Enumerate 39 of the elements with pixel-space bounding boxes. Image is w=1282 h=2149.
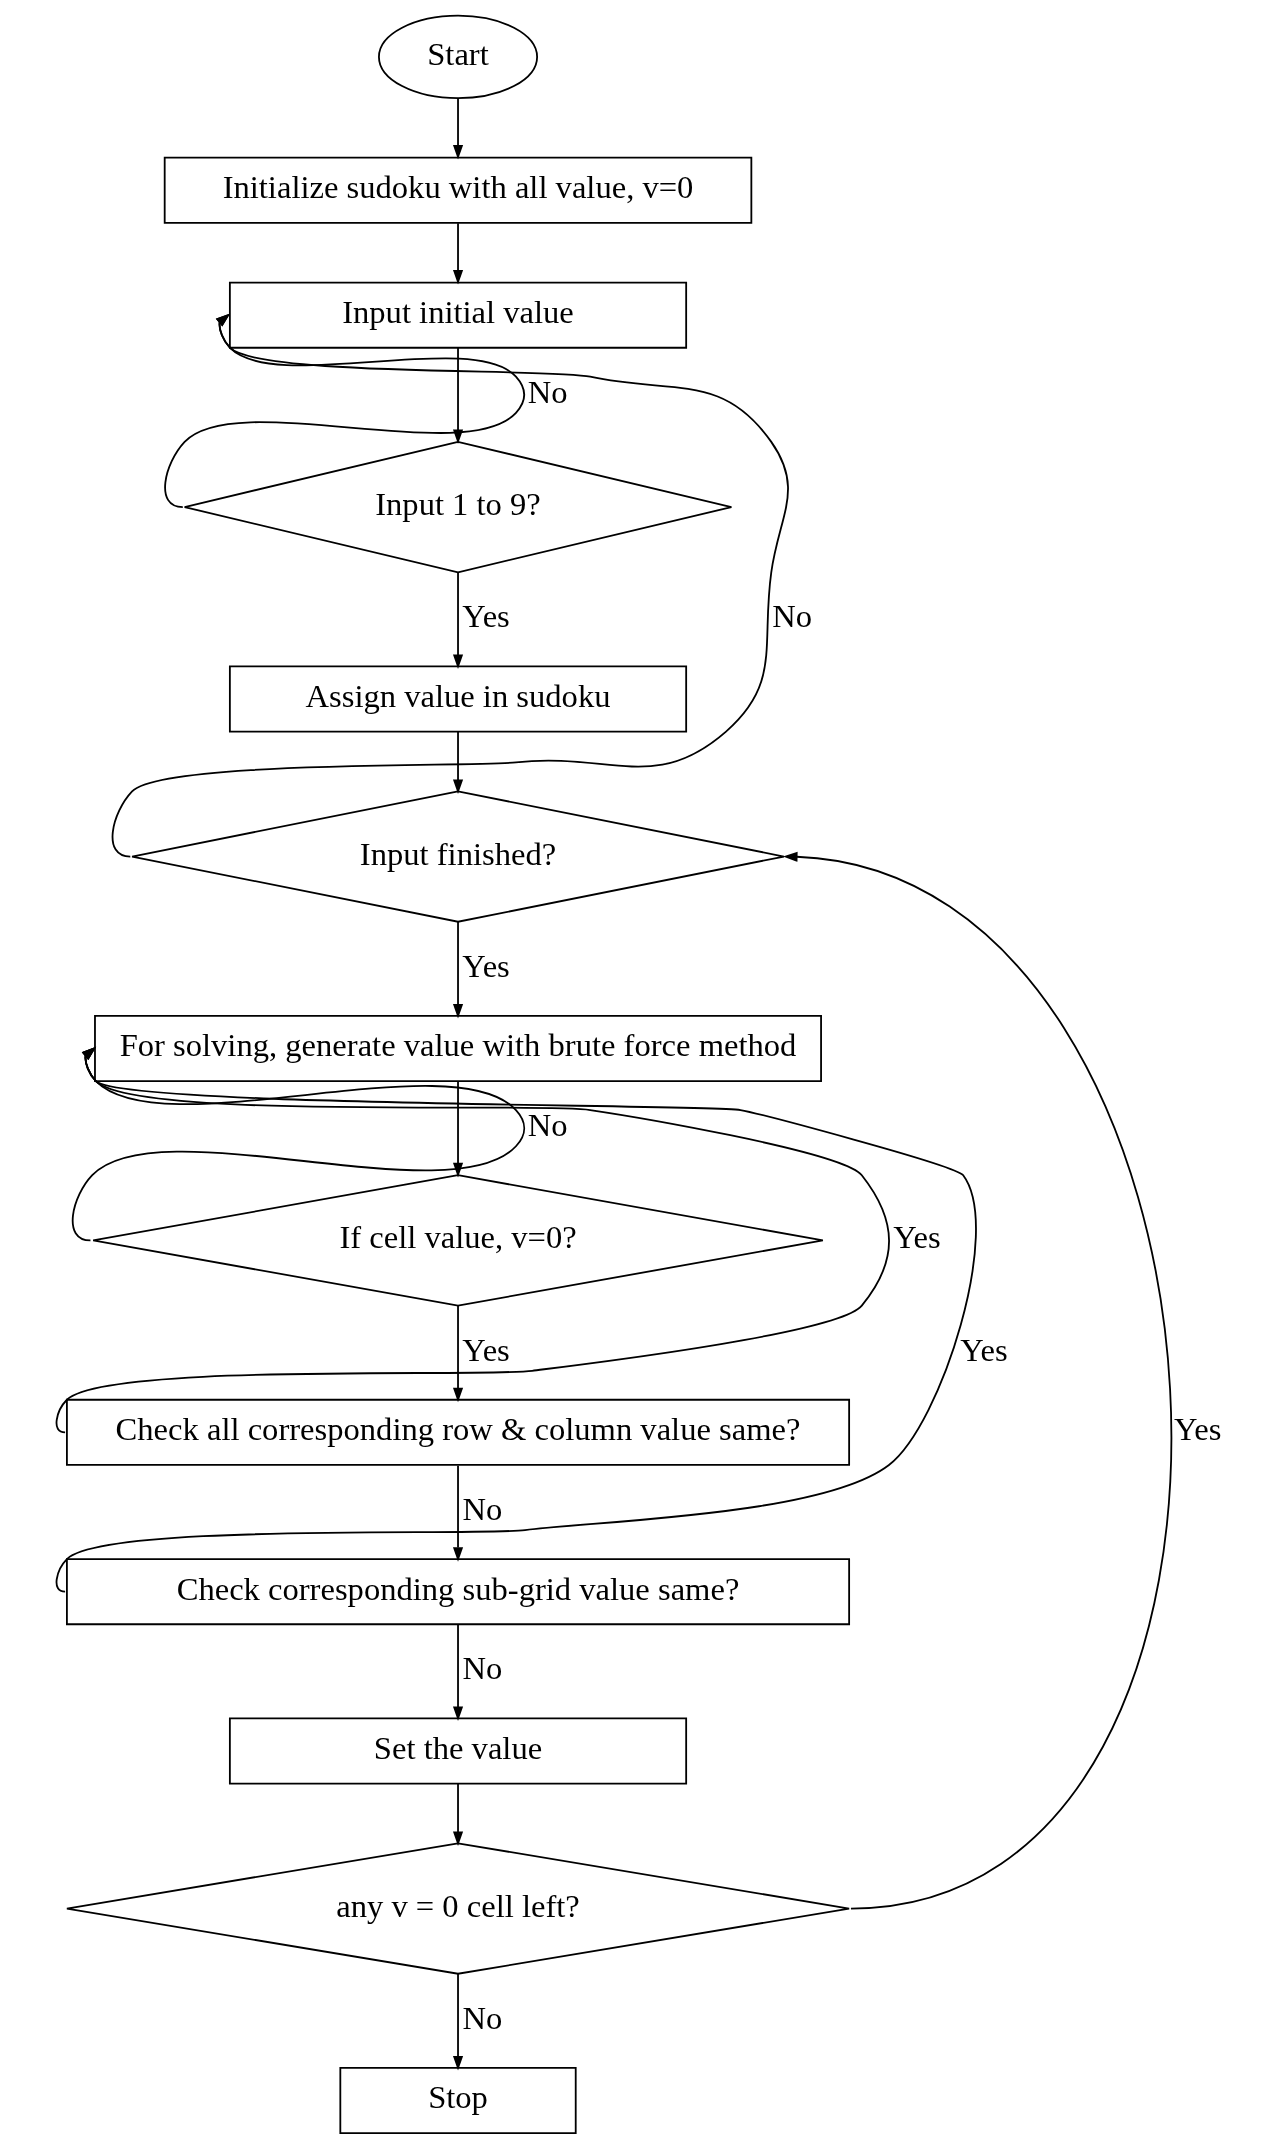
- arrow: [452, 1624, 464, 1722]
- node-box: For solving, generate value with brute force method: [94, 1014, 822, 1082]
- edge-label: Yes: [893, 1219, 941, 1256]
- arrow: [452, 1464, 464, 1562]
- arrow: [452, 731, 464, 794]
- edge-label: No: [462, 1999, 503, 2036]
- edge-label: No: [462, 1490, 503, 1527]
- edge-label: No: [462, 1650, 503, 1687]
- node-diamond: any v = 0 cell left?: [66, 1842, 851, 1975]
- arrow: [111, 313, 789, 858]
- edge-label: No: [527, 1107, 568, 1144]
- edge-label: No: [527, 373, 568, 410]
- edge-label: Yes: [462, 598, 510, 635]
- node-diamond: Input finished?: [131, 790, 785, 923]
- arrow: [55, 1046, 890, 1434]
- arrow: [452, 921, 464, 1019]
- node-box: Initialize sudoku with all value, v=0: [163, 156, 753, 224]
- node-diamond: Input 1 to 9?: [183, 440, 733, 574]
- arrow: [452, 97, 464, 160]
- arrow: [452, 222, 464, 285]
- node-box: Input initial value: [228, 281, 688, 349]
- arrow: [452, 571, 464, 669]
- edge-label: Yes: [960, 1331, 1008, 1368]
- node-box: Check corresponding sub-grid value same?: [66, 1558, 851, 1626]
- node-ellipse: Start: [378, 14, 538, 99]
- edge-label: Yes: [1173, 1411, 1222, 1448]
- node-box: Set the value: [228, 1717, 688, 1785]
- edge-label: Yes: [462, 1331, 510, 1368]
- node-box: Assign value in sudoku: [228, 665, 688, 733]
- node-diamond: If cell value, v=0?: [92, 1174, 824, 1307]
- arrow: [71, 1046, 526, 1242]
- node-box: Check all corresponding row & column value same?: [66, 1398, 851, 1466]
- arrow: [452, 1973, 464, 2071]
- edge-label: Yes: [462, 947, 510, 984]
- arrow: [452, 1305, 464, 1403]
- arrow: [55, 1046, 977, 1593]
- edge-label: No: [772, 598, 813, 635]
- node-box: Stop: [339, 2067, 577, 2134]
- arrow: [452, 1783, 464, 1846]
